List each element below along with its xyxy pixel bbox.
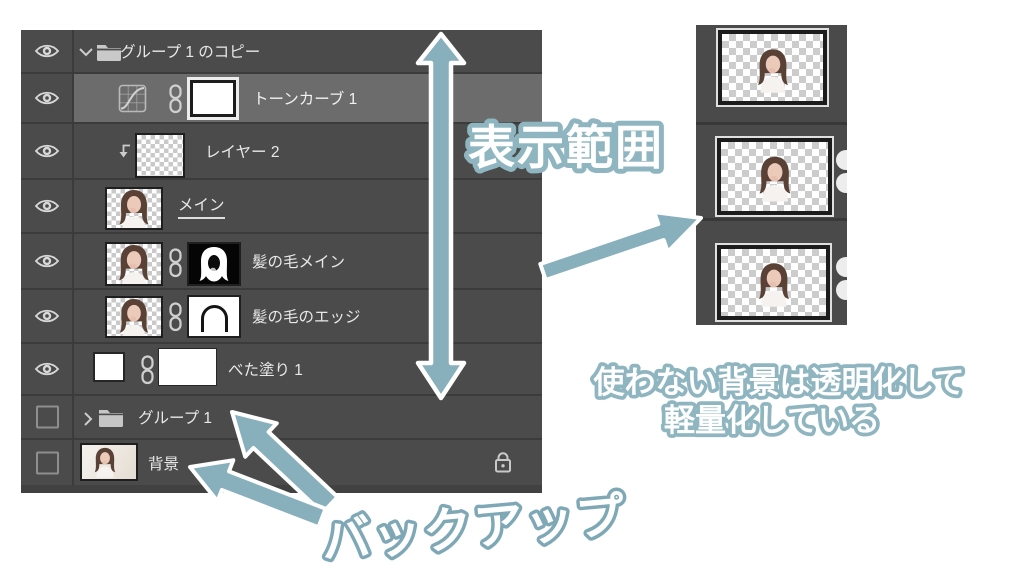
visibility-cell — [21, 396, 74, 438]
layer-name: べた塗り 1 — [228, 362, 303, 379]
visibility-checkbox[interactable] — [36, 451, 59, 474]
layer-row-main[interactable]: メイン — [21, 180, 542, 234]
layer-thumbnail-photo[interactable] — [80, 443, 138, 481]
arrow-to-preview-strip — [538, 210, 703, 282]
visibility-cell — [21, 30, 74, 72]
partial-link-icon — [836, 257, 847, 277]
chevron-down-icon[interactable] — [78, 46, 94, 58]
note-line1: 使わない背景は透明化して — [592, 365, 964, 400]
partial-link-icon — [836, 280, 847, 300]
layer-name: グループ 1 のコピー — [120, 44, 261, 61]
visibility-cell — [21, 234, 74, 288]
layer-name: グループ 1 — [138, 410, 212, 427]
partial-link-icon — [836, 150, 847, 170]
layer-mask-thumbnail-black[interactable] — [187, 242, 241, 286]
eye-icon[interactable] — [34, 360, 60, 378]
link-icon[interactable] — [168, 302, 183, 332]
preview-thumbnail-1 — [718, 30, 827, 105]
visibility-cell — [21, 344, 74, 394]
eye-icon[interactable] — [34, 89, 60, 107]
folder-icon — [99, 410, 123, 427]
link-icon[interactable] — [168, 248, 183, 278]
layer-thumbnail-photo[interactable] — [105, 242, 163, 286]
panel-bottom-strip — [21, 485, 542, 493]
backup-label: バックアップ — [319, 489, 629, 569]
visibility-cell — [21, 290, 74, 342]
visibility-checkbox[interactable] — [36, 405, 59, 429]
preview-thumbnail-3 — [717, 245, 830, 320]
layers-panel: グループ 1 のコピー トーンカーブ 1 — [21, 30, 542, 493]
layer-row-background[interactable]: 背景 — [21, 440, 542, 485]
visibility-cell — [21, 440, 74, 485]
magnified-layer-preview-strip — [696, 25, 847, 325]
fill-color-thumbnail[interactable] — [93, 352, 125, 382]
layer-name: レイヤー 2 — [205, 144, 280, 161]
layer-name: 髪の毛のエッジ — [252, 309, 361, 326]
chevron-right-icon[interactable] — [82, 411, 94, 427]
eye-icon[interactable] — [34, 197, 60, 215]
folder-icon — [97, 45, 121, 61]
layer-name: 背景 — [148, 455, 180, 473]
layer-row-group1[interactable]: グループ 1 — [21, 396, 542, 440]
lock-icon — [495, 452, 511, 473]
link-icon[interactable] — [140, 355, 155, 385]
eye-icon[interactable] — [34, 307, 60, 325]
layer-thumbnail-transparent[interactable] — [135, 133, 185, 178]
curves-adjustment-icon[interactable] — [118, 84, 147, 113]
eye-icon[interactable] — [34, 252, 60, 270]
layer-mask-thumbnail-white[interactable] — [187, 295, 241, 338]
note-line2: 軽量化している — [664, 403, 880, 438]
layer-name: トーンカーブ 1 — [253, 91, 358, 108]
visibility-cell — [21, 124, 74, 178]
layer-row-tone-curve[interactable]: トーンカーブ 1 — [21, 74, 542, 124]
layer-mask-thumbnail-white[interactable] — [158, 348, 217, 386]
layer-row-solid-fill[interactable]: べた塗り 1 — [21, 344, 542, 396]
clipping-mask-arrow-icon — [119, 144, 130, 158]
visibility-cell — [21, 74, 74, 122]
layer-thumbnail-photo[interactable] — [105, 296, 163, 338]
link-icon[interactable] — [168, 84, 183, 114]
layer-name: メイン — [178, 193, 225, 219]
layer-row-layer2[interactable]: レイヤー 2 — [21, 124, 542, 180]
layer-row-hair-edge[interactable]: 髪の毛のエッジ — [21, 290, 542, 344]
layer-name: 髪の毛メイン — [252, 254, 346, 271]
eye-icon[interactable] — [34, 42, 60, 60]
layer-thumbnail-photo[interactable] — [105, 187, 163, 230]
preview-thumbnail-2 — [717, 138, 832, 215]
layer-row-group-copy[interactable]: グループ 1 のコピー — [21, 30, 542, 74]
partial-link-icon — [836, 173, 847, 193]
layer-mask-thumbnail-selected[interactable] — [190, 80, 236, 117]
layer-row-hair-main[interactable]: 髪の毛メイン — [21, 234, 542, 290]
visibility-cell — [21, 180, 74, 232]
eye-icon[interactable] — [34, 142, 60, 160]
